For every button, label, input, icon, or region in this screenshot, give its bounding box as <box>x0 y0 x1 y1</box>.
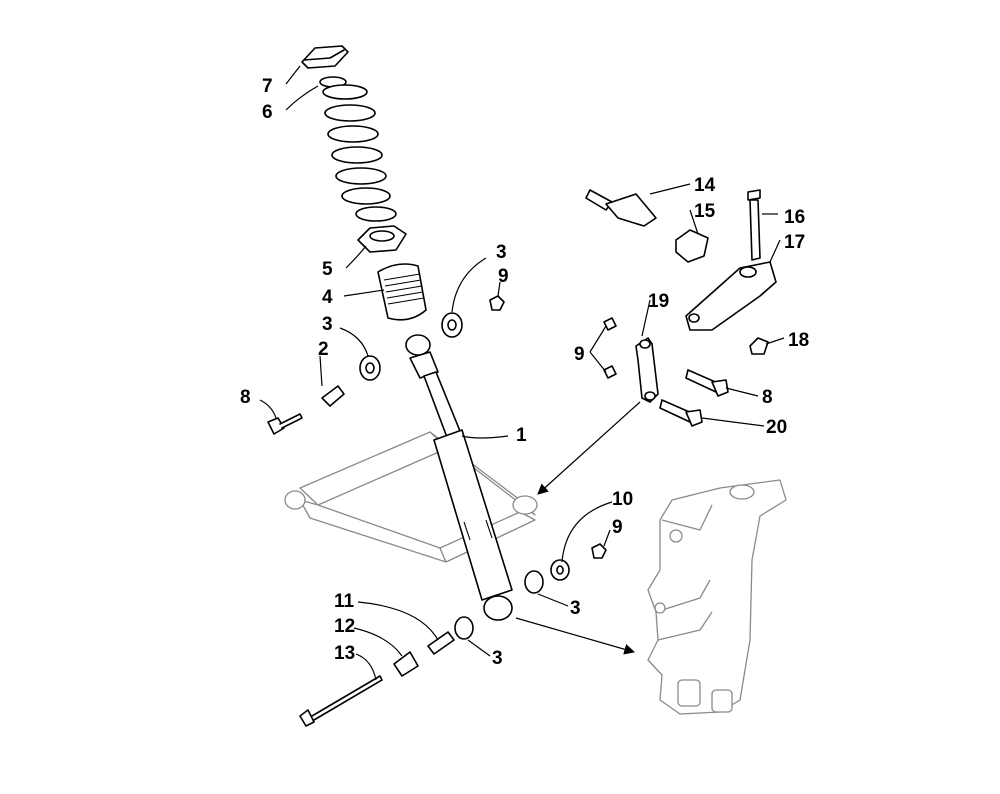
coil-spring <box>319 76 397 222</box>
callout-14: 14 <box>694 175 716 196</box>
sleeve <box>321 385 345 407</box>
callout-13: 13 <box>334 643 355 664</box>
callout-5: 5 <box>322 259 333 280</box>
bellcrank-arm <box>685 261 777 331</box>
callout-4: 4 <box>322 287 333 308</box>
callout-20: 20 <box>766 417 787 438</box>
callout-17: 17 <box>784 232 805 253</box>
callout-labels: 7 6 5 4 3 9 3 2 8 1 10 9 3 3 11 12 13 14… <box>240 76 809 669</box>
callout-1: 1 <box>516 425 527 446</box>
lower-bushing-1 <box>524 570 544 594</box>
lower-nut <box>591 543 607 559</box>
link-bolt-20 <box>659 399 703 427</box>
link-plate <box>635 337 659 403</box>
lower-bushing-2 <box>454 616 474 640</box>
callout-9-lower: 9 <box>612 517 623 538</box>
bolt-left <box>267 413 303 435</box>
callout-3-top: 3 <box>496 242 507 263</box>
leader-lines <box>259 65 785 681</box>
callout-12: 12 <box>334 616 355 637</box>
spring-seat <box>357 225 407 253</box>
callout-3-right: 3 <box>570 598 581 619</box>
linkage-rod <box>585 189 657 227</box>
spindle-knuckle <box>647 479 787 715</box>
washer <box>550 559 570 581</box>
left-bushing <box>359 355 381 381</box>
callout-9-link: 9 <box>574 344 585 365</box>
callout-15: 15 <box>694 201 716 222</box>
sleeve-11 <box>427 631 455 655</box>
callout-8-right: 8 <box>762 387 773 408</box>
callout-11: 11 <box>334 591 355 612</box>
upper-nut <box>489 295 505 311</box>
arrow-to-a-arm <box>537 401 641 495</box>
arrow-to-spindle <box>515 617 636 655</box>
linkage-bushing <box>675 229 709 263</box>
callout-16: 16 <box>784 207 805 228</box>
callout-18: 18 <box>788 330 809 351</box>
callout-3-left: 3 <box>322 314 333 335</box>
upper-bushing <box>441 312 463 338</box>
bump-stop <box>377 263 427 321</box>
link-bolt-8 <box>685 369 729 397</box>
callout-9-top: 9 <box>498 266 509 287</box>
bellcrank-nut <box>749 337 769 355</box>
callout-6: 6 <box>262 102 273 123</box>
callout-10: 10 <box>612 489 633 510</box>
callout-7: 7 <box>262 76 273 97</box>
callout-19: 19 <box>648 291 669 312</box>
callout-2: 2 <box>318 339 329 360</box>
spacer-12 <box>393 651 419 677</box>
callout-8-left: 8 <box>240 387 251 408</box>
link-nuts <box>603 317 617 379</box>
a-arm-outline <box>284 431 538 563</box>
long-bolt <box>299 675 383 727</box>
callout-3-bottom: 3 <box>492 648 503 669</box>
spring-retainer <box>301 45 349 69</box>
shock-absorber <box>405 334 513 621</box>
linkage-bolt <box>747 189 761 261</box>
